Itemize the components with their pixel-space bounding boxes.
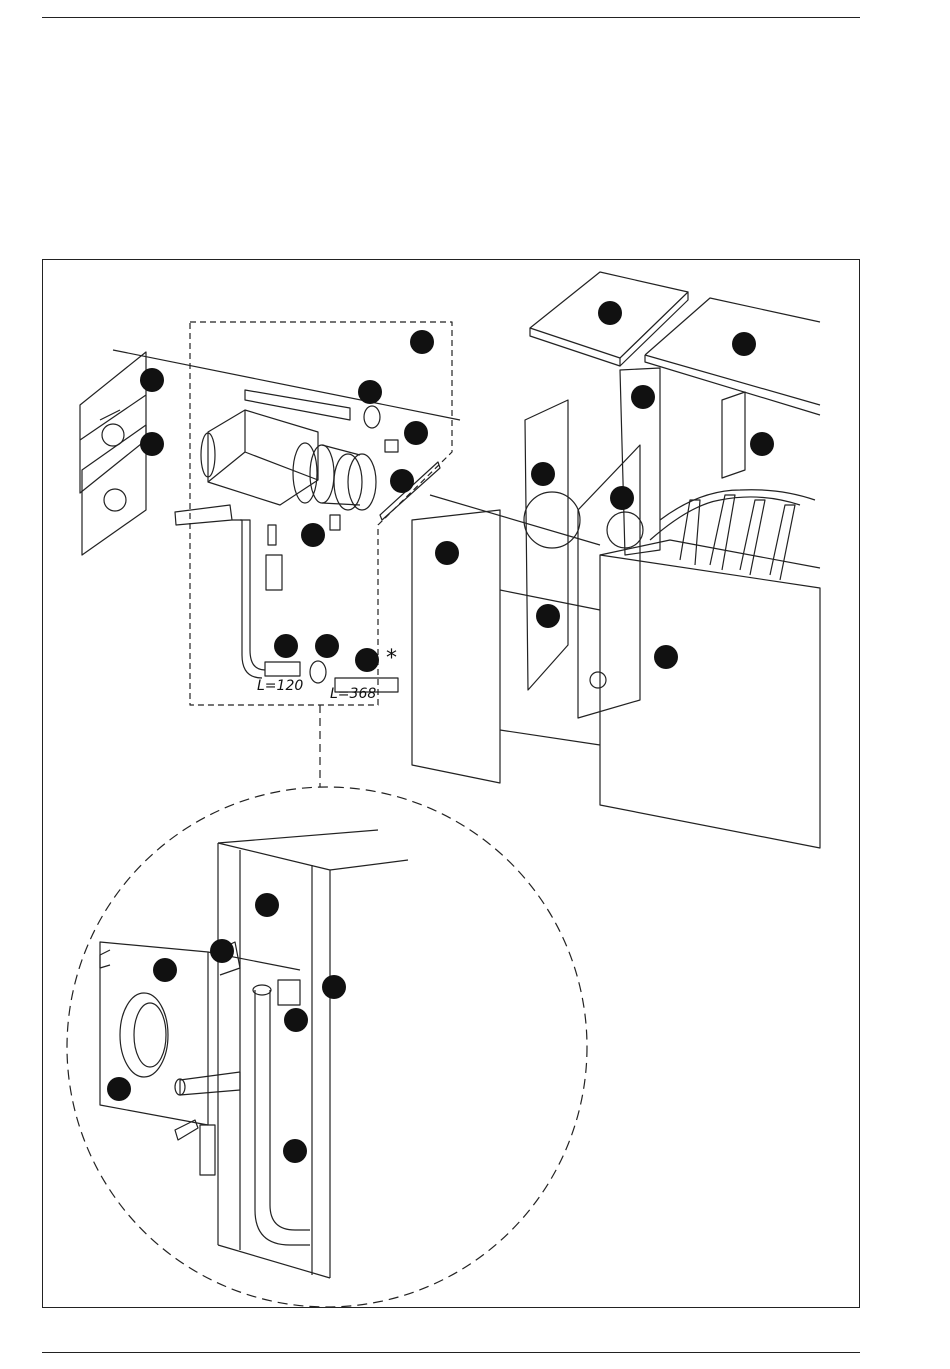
- callout-2: [140, 368, 164, 392]
- callout-16: [610, 486, 634, 510]
- callout-20: [255, 893, 279, 917]
- callout-22: [153, 958, 177, 982]
- callout-17: [435, 541, 459, 565]
- callout-8: [274, 634, 298, 658]
- callout-12: [732, 332, 756, 356]
- callout-19: [654, 645, 678, 669]
- callout-18: [536, 604, 560, 628]
- dimension-label-l368: L=368: [330, 686, 376, 702]
- callout-3: [140, 432, 164, 456]
- top-covers: [530, 272, 820, 415]
- dimension-label-l120: L=120: [257, 678, 303, 694]
- callout-14: [750, 432, 774, 456]
- footer-rule: [42, 1352, 860, 1353]
- callout-markers: [107, 301, 774, 1163]
- callout-11: [598, 301, 622, 325]
- left-mounting-plates: [80, 350, 460, 555]
- asterisk-mark: *: [386, 646, 397, 671]
- detail-boiler-view: [100, 830, 408, 1278]
- callout-6: [390, 469, 414, 493]
- casing-panels: [412, 368, 745, 783]
- detail-zoom-circle: [67, 787, 587, 1307]
- callout-26: [283, 1139, 307, 1163]
- callout-9: [315, 634, 339, 658]
- callout-24: [284, 1008, 308, 1032]
- callout-7: [301, 523, 325, 547]
- callout-4: [358, 380, 382, 404]
- callout-15: [531, 462, 555, 486]
- callout-5: [404, 421, 428, 445]
- callout-23: [322, 975, 346, 999]
- callout-10: [355, 648, 379, 672]
- callout-25: [107, 1077, 131, 1101]
- callout-1: [410, 330, 434, 354]
- callout-13: [631, 385, 655, 409]
- callout-21: [210, 939, 234, 963]
